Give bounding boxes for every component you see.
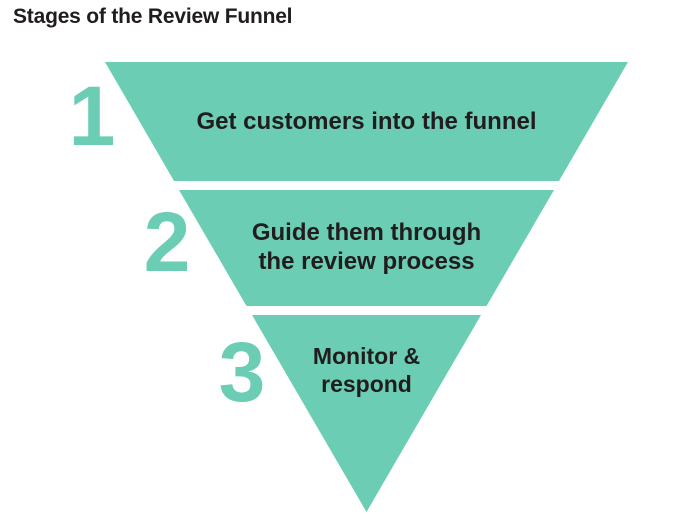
page-title: Stages of the Review Funnel [13, 5, 293, 28]
stage-number-1: 1 [68, 69, 116, 163]
funnel-stage-3: Monitor & respond [252, 315, 481, 512]
funnel-stage-1: Get customers into the funnel [105, 62, 628, 181]
funnel-stage-3-label: Monitor & respond [312, 343, 421, 397]
funnel-stage-2: Guide them through the review process [179, 190, 554, 306]
funnel-stage-1-label: Get customers into the funnel [196, 107, 537, 135]
funnel-stage-2-label: Guide them through the review process [251, 219, 482, 275]
stage-number-3: 3 [218, 325, 266, 419]
stage-number-2: 2 [143, 195, 191, 289]
